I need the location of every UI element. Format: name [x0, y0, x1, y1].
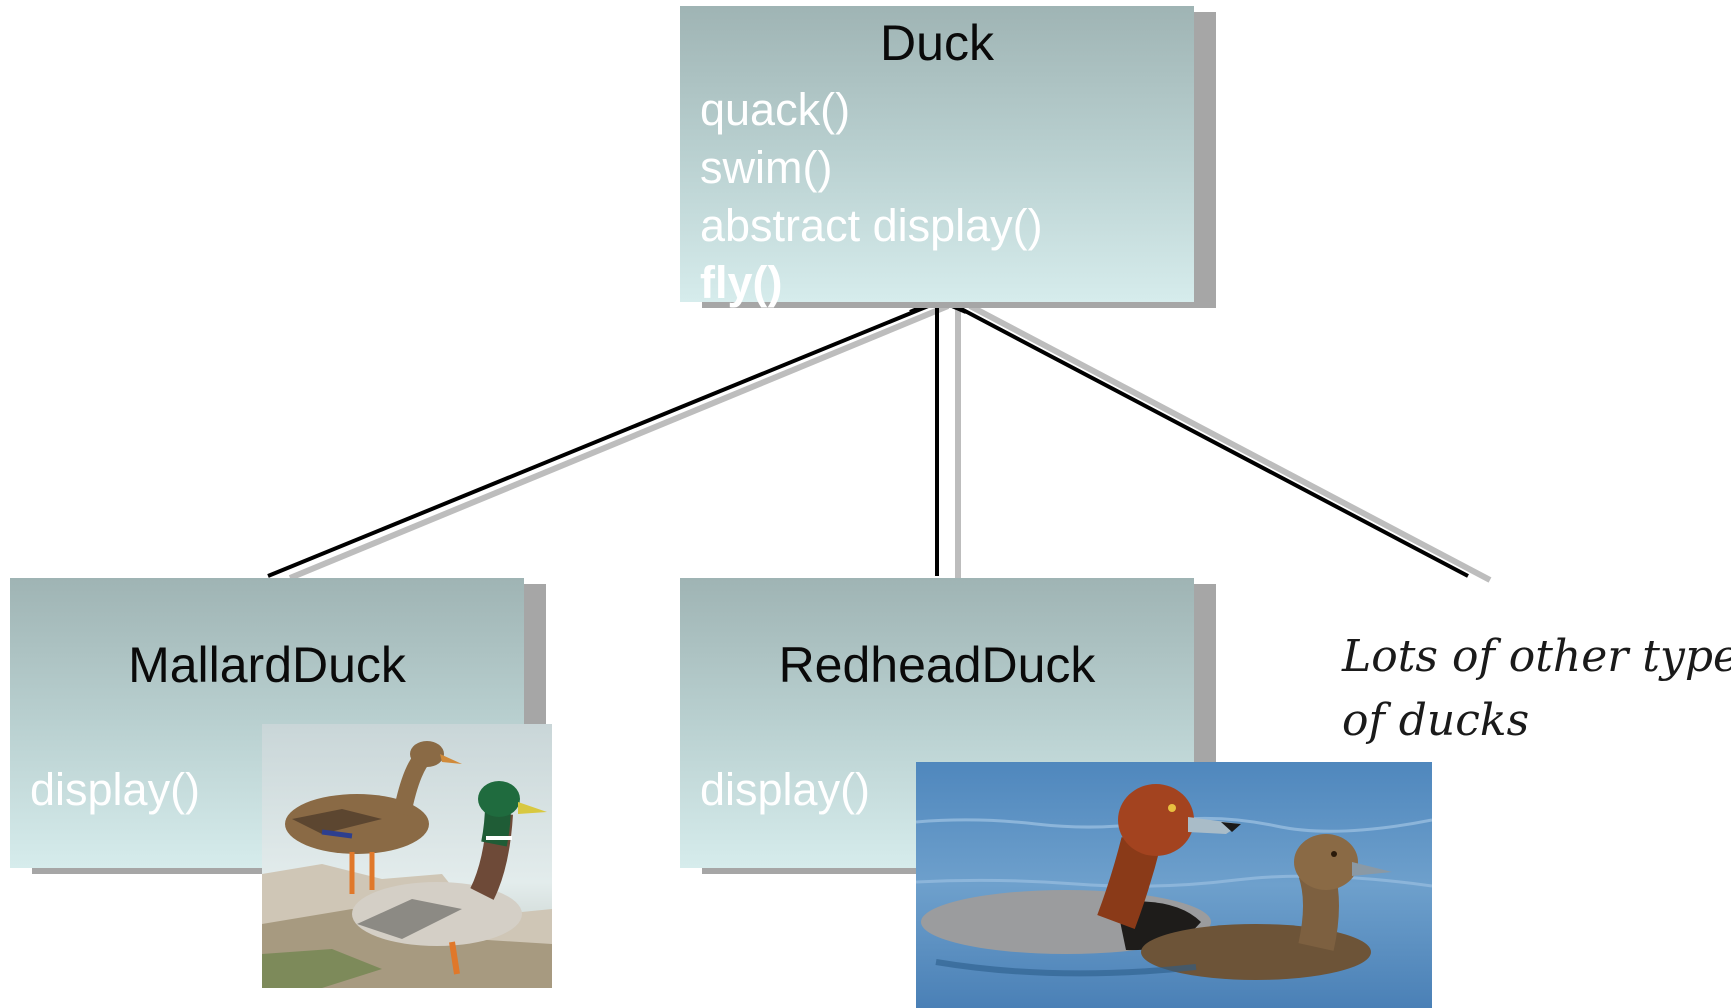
duck-class-box: Duck quack() swim() abstract display() f…: [680, 6, 1194, 308]
redhead-duck-class-name: RedheadDuck: [778, 637, 1096, 693]
mallard-duck-class-name: MallardDuck: [128, 637, 406, 693]
abstract-display-method: abstract display(): [700, 200, 1043, 251]
swim-method: swim(): [700, 142, 833, 193]
male-mallard-icon: [352, 781, 547, 975]
mallard-connector-shadow: [288, 303, 950, 581]
duck-class-name: Duck: [880, 15, 994, 71]
note-line-2: of ducks: [1342, 695, 1530, 746]
mallard-ducks-photo: [262, 724, 552, 988]
redhead-ducks-photo: [916, 762, 1432, 1008]
note-line-1: Lots of other types: [1342, 631, 1731, 682]
fly-method: fly(): [700, 257, 783, 308]
other-connector-line: [947, 300, 1469, 578]
male-redhead-icon: [921, 784, 1241, 954]
connector-lines: [267, 300, 1469, 578]
mallard-connector-line: [267, 300, 939, 578]
other-duck-types-note: Lots of other types of ducks: [1342, 625, 1731, 753]
connector-shadows: [288, 303, 1492, 583]
quack-method: quack(): [700, 84, 851, 135]
female-mallard-icon: [285, 741, 462, 894]
other-connector-shadow: [968, 303, 1492, 583]
female-redhead-icon: [1141, 834, 1392, 980]
mallard-display-method: display(): [30, 764, 201, 815]
redhead-display-method: display(): [700, 764, 871, 815]
